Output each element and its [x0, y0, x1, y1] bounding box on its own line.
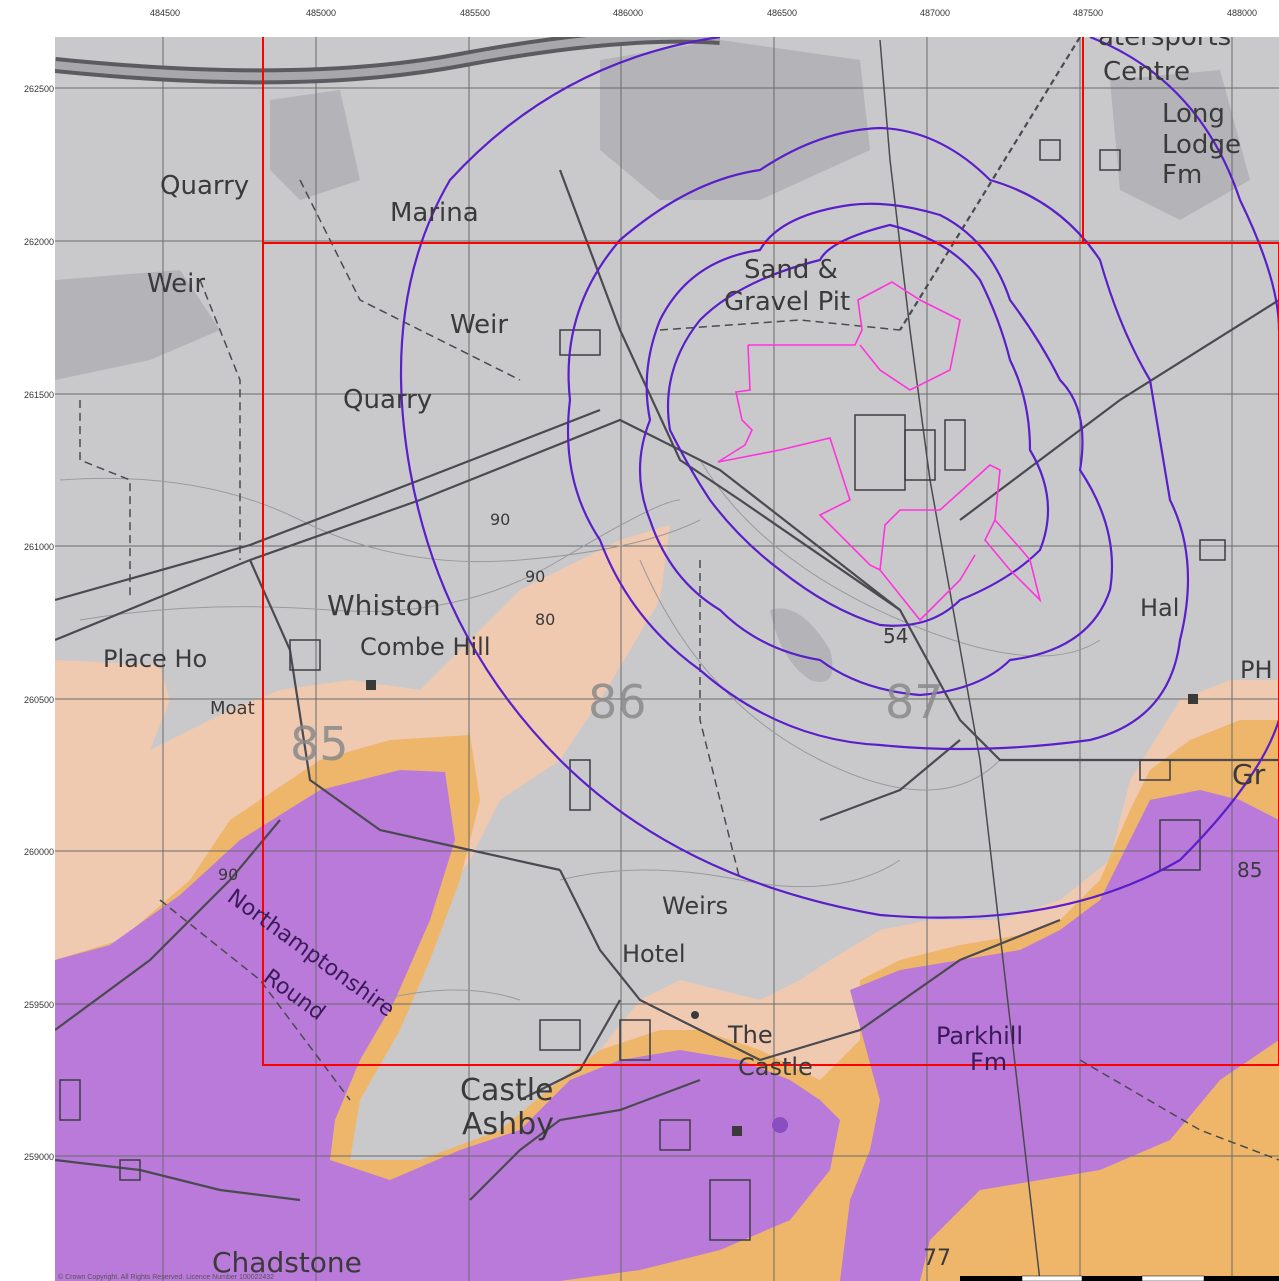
contour-label: 90 [218, 865, 238, 884]
label-castle: Castle [460, 1073, 554, 1108]
label-hotel: Hotel [622, 940, 686, 968]
grid-square-label: 87 [885, 675, 944, 729]
contour-label: 90 [525, 567, 545, 586]
label-fm-park: Fm [970, 1048, 1007, 1076]
label-place-ho: Place Ho [103, 645, 207, 673]
label-gr: Gr [1232, 758, 1266, 791]
grid-square-label: 86 [588, 675, 647, 729]
x-tick: 485500 [460, 8, 490, 18]
buildings [59, 139, 1226, 1241]
flood-zone-purple [55, 770, 1279, 1281]
label-long: Long [1162, 99, 1225, 129]
contours [59, 459, 1101, 1001]
label-chadstone: Chadstone [212, 1246, 362, 1279]
spot-height: 85 [1237, 858, 1262, 882]
church-icon [732, 1126, 742, 1136]
label-weir-mid: Weir [450, 310, 508, 340]
label-marina: Marina [390, 198, 479, 228]
x-tick: 485000 [306, 8, 336, 18]
x-tick: 487500 [1073, 8, 1103, 18]
label-fm-long: Fm [1162, 160, 1202, 190]
map-body: 85 86 87 54 85 77 90 90 80 90 atersports… [55, 22, 1279, 1281]
sheet-frames [262, 37, 1279, 1066]
x-tick: 486000 [613, 8, 643, 18]
spot-height: 54 [883, 624, 908, 648]
label-hall: Hal [1140, 594, 1179, 622]
y-tick: 259500 [24, 1000, 54, 1010]
y-tick: 260500 [24, 695, 54, 705]
y-tick: 262500 [24, 84, 54, 94]
label-weirs: Weirs [662, 892, 728, 920]
point-symbol [691, 1011, 699, 1019]
y-tick: 259000 [24, 1152, 54, 1162]
label-combe-hill: Combe Hill [360, 633, 491, 661]
label-quarry-top: Quarry [160, 171, 249, 201]
label-whiston: Whiston [327, 589, 441, 622]
label-watersports: atersports [1098, 22, 1231, 52]
contour-label: 80 [535, 610, 555, 629]
roads [55, 37, 1279, 1281]
y-tick: 260000 [24, 847, 54, 857]
label-sand: Sand & [744, 255, 838, 285]
label-ph: PH [1240, 656, 1273, 684]
label-the: The [727, 1021, 773, 1049]
church-icon [1188, 694, 1198, 704]
church-icon [366, 680, 376, 690]
contour-label: 90 [490, 510, 510, 529]
x-tick: 486500 [767, 8, 797, 18]
y-tick: 261500 [24, 390, 54, 400]
label-lodge: Lodge [1162, 130, 1241, 160]
copyright-text: © Crown Copyright. All Rights Reserved. … [58, 1273, 274, 1281]
label-ashby: Ashby [462, 1107, 554, 1142]
x-tick: 487000 [920, 8, 950, 18]
grid [55, 37, 1279, 1281]
label-weir-left: Weir [147, 269, 205, 299]
label-parkhill: Parkhill [936, 1022, 1023, 1050]
scale-bar [960, 1275, 1279, 1281]
footpaths [79, 179, 1279, 1161]
label-centre: Centre [1103, 57, 1190, 87]
main-road [55, 37, 720, 85]
label-quarry-mid: Quarry [343, 385, 432, 415]
buffer-zones [399, 37, 1279, 919]
y-tick: 262000 [24, 237, 54, 247]
x-tick: 484500 [150, 8, 180, 18]
site-boundary [717, 281, 1042, 622]
woodland [55, 40, 1250, 682]
label-gravel-pit: Gravel Pit [724, 287, 850, 317]
x-axis-labels: 484500 485000 485500 486000 486500 48700… [150, 8, 1257, 18]
y-axis-labels: 262500 262000 261500 261000 260500 26000… [24, 84, 54, 1162]
spot-height: 77 [923, 1246, 951, 1271]
label-castle-gothic: Castle [738, 1053, 813, 1081]
flower-icon [772, 1117, 788, 1133]
x-tick: 488000 [1227, 8, 1257, 18]
grid-square-label: 85 [290, 717, 349, 771]
label-moat: Moat [210, 698, 255, 719]
y-tick: 261000 [24, 542, 54, 552]
map-symbols [366, 680, 1198, 1136]
